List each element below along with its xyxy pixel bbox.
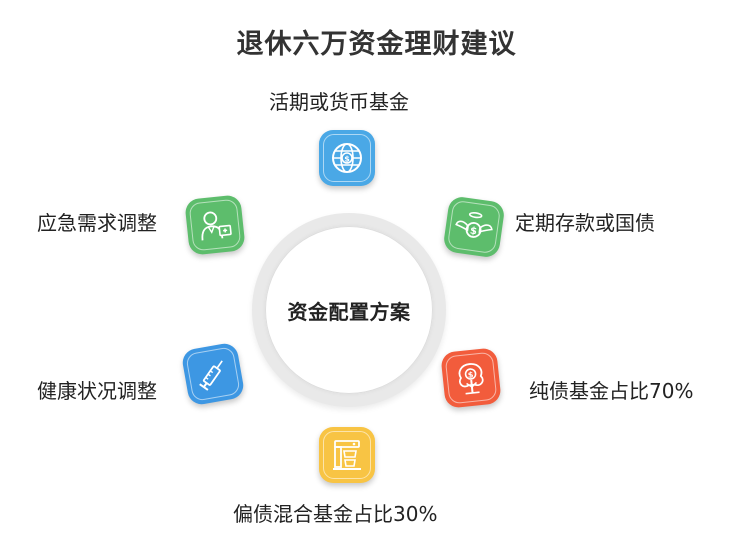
item-label-emergency-adjustment: 应急需求调整 [37,211,157,235]
svg-text:$: $ [467,370,474,380]
item-label-health-adjustment: 健康状况调整 [37,379,157,403]
syringe-icon [199,360,223,391]
money-tree-icon: $ [458,363,484,395]
center-ring: 资金配置方案 [252,213,446,407]
center-circle: 资金配置方案 [265,226,433,394]
coffee-machine-tile [319,427,375,483]
money-tree-tile: $ [440,347,502,409]
center-label: 资金配置方案 [287,299,411,324]
item-label-bond-mixed-fund: 偏债混合基金占比30% [233,502,438,526]
winged-coin-icon: $ [455,211,493,238]
globe-dollar-icon: $ [332,143,362,173]
item-label-fixed-deposit: 定期存款或国债 [515,211,655,235]
winged-coin-tile: $ [442,195,506,259]
coffee-machine-icon [333,440,361,470]
diagram-title: 退休六万资金理财建议 [236,29,517,60]
svg-text:$: $ [344,155,350,164]
syringe-tile [180,341,246,407]
doctor-tile [184,194,246,256]
item-label-pure-bond-fund: 纯债基金占比70% [529,379,694,403]
item-label-demand-deposit: 活期或货币基金 [269,90,409,114]
globe-dollar-tile: $ [319,130,375,186]
svg-text:$: $ [469,226,477,238]
doctor-icon [201,211,232,241]
